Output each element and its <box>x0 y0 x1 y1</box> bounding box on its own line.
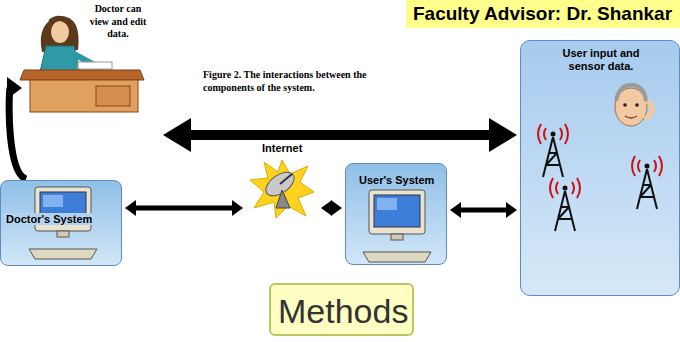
illustration <box>521 41 680 297</box>
node-label: User input and sensor data. <box>546 47 656 73</box>
connector-arrow <box>125 200 243 216</box>
node-label: Methods <box>278 292 408 331</box>
header-band: Faculty Advisor: Dr. Shankar <box>406 0 680 28</box>
doctor-figure: Doctor can view and edit data. <box>20 0 160 150</box>
node-label: Doctor's System <box>4 213 94 225</box>
node-label: Doctor can view and edit data. <box>86 3 150 41</box>
figure-caption: Figure 2. The interactions between the c… <box>203 68 403 94</box>
connector-arrow <box>321 200 342 216</box>
connector-arrow <box>163 118 517 152</box>
node-label: Faculty Advisor: Dr. Shankar <box>413 3 672 25</box>
node-label: User's System <box>359 174 434 186</box>
section-heading: Methods <box>269 283 414 336</box>
computer-box: User's System <box>345 163 447 265</box>
computer-box: Doctor's System <box>0 180 122 266</box>
connector-arrow <box>7 77 26 179</box>
node-label: Internet <box>262 142 302 154</box>
sensor-panel: User input and sensor data. <box>520 40 680 296</box>
internet-icon: Internet <box>246 142 318 220</box>
connector-arrow <box>450 202 517 218</box>
